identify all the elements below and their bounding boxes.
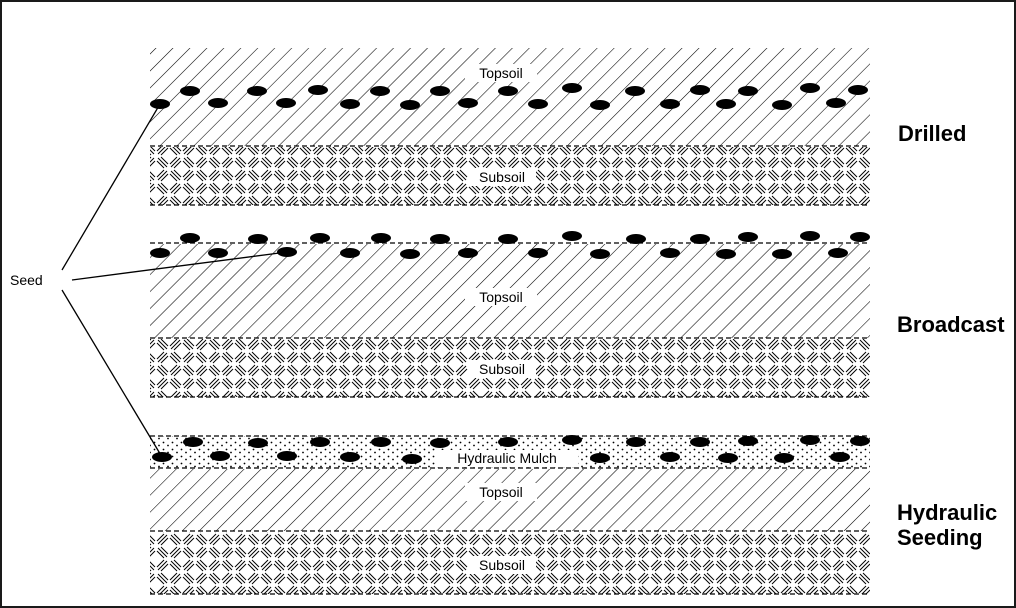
seed: [528, 248, 548, 258]
seed: [590, 249, 610, 259]
seed: [716, 249, 736, 259]
subsoil-label: Subsoil: [479, 169, 525, 185]
seed: [180, 86, 200, 96]
seed: [690, 234, 710, 244]
seed: [772, 100, 792, 110]
row-hydraulic-seeding: Hydraulic Mulch Topsoil Subsoil: [150, 435, 997, 595]
seed: [830, 452, 850, 462]
seed: [430, 234, 450, 244]
seed: [850, 232, 870, 242]
seed: [458, 98, 478, 108]
seed: [247, 86, 267, 96]
seed: [208, 98, 228, 108]
seed: [690, 85, 710, 95]
seed: [308, 85, 328, 95]
seed: [402, 454, 422, 464]
seed: [562, 435, 582, 445]
seed-group: [150, 231, 870, 259]
seed: [498, 86, 518, 96]
seed: [498, 234, 518, 244]
seed: [660, 99, 680, 109]
row-broadcast: Topsoil Subsoil: [150, 231, 1005, 398]
seed: [248, 234, 268, 244]
seed: [310, 437, 330, 447]
topsoil-label: Topsoil: [479, 289, 523, 305]
seed: [590, 453, 610, 463]
method-label-broadcast: Broadcast: [897, 312, 1005, 337]
seed: [626, 234, 646, 244]
seed: [370, 86, 390, 96]
seed: [248, 438, 268, 448]
seed: [800, 83, 820, 93]
seed: [276, 98, 296, 108]
seed: [340, 452, 360, 462]
seed: [150, 248, 170, 258]
seed: [528, 99, 548, 109]
seed: [208, 248, 228, 258]
seed: [400, 249, 420, 259]
seed: [625, 86, 645, 96]
seed: [430, 438, 450, 448]
subsoil-label: Subsoil: [479, 361, 525, 377]
seed: [690, 437, 710, 447]
seed: [772, 249, 792, 259]
seed: [850, 436, 870, 446]
seed: [183, 437, 203, 447]
seed: [826, 98, 846, 108]
seed: [340, 248, 360, 258]
hydraulic-mulch-label: Hydraulic Mulch: [457, 450, 557, 466]
topsoil-layer: [150, 48, 870, 146]
seed: [716, 99, 736, 109]
topsoil-label: Topsoil: [479, 484, 523, 500]
method-label-seeding: Seeding: [897, 525, 983, 550]
seed-group: [152, 435, 870, 464]
seed: [738, 436, 758, 446]
seed: [590, 100, 610, 110]
seed: [660, 248, 680, 258]
seed: [738, 86, 758, 96]
leader-line: [61, 289, 163, 458]
leader-line: [61, 103, 161, 271]
seed: [277, 451, 297, 461]
method-label-hydraulic: Hydraulic: [897, 500, 997, 525]
seed-group: [150, 83, 868, 110]
seed-callout: Seed: [10, 103, 288, 458]
subsoil-label: Subsoil: [479, 557, 525, 573]
seed: [626, 437, 646, 447]
seed: [400, 100, 420, 110]
seed: [210, 451, 230, 461]
row-drilled: Topsoil Subsoil: [150, 48, 966, 206]
seed: [340, 99, 360, 109]
seed: [458, 248, 478, 258]
seed: [371, 233, 391, 243]
leader-line: [71, 251, 288, 281]
seed: [738, 232, 758, 242]
seed: [562, 231, 582, 241]
seed: [848, 85, 868, 95]
seed: [310, 233, 330, 243]
seed: [774, 453, 794, 463]
seed: [718, 453, 738, 463]
seed: [828, 248, 848, 258]
seed: [800, 435, 820, 445]
topsoil-label: Topsoil: [479, 65, 523, 81]
seed: [430, 86, 450, 96]
seed: [498, 437, 518, 447]
seed: [562, 83, 582, 93]
seed: [371, 437, 391, 447]
seed: [660, 452, 680, 462]
seed-label: Seed: [10, 272, 43, 288]
seed: [800, 231, 820, 241]
method-label-drilled: Drilled: [898, 121, 966, 146]
seed: [180, 233, 200, 243]
